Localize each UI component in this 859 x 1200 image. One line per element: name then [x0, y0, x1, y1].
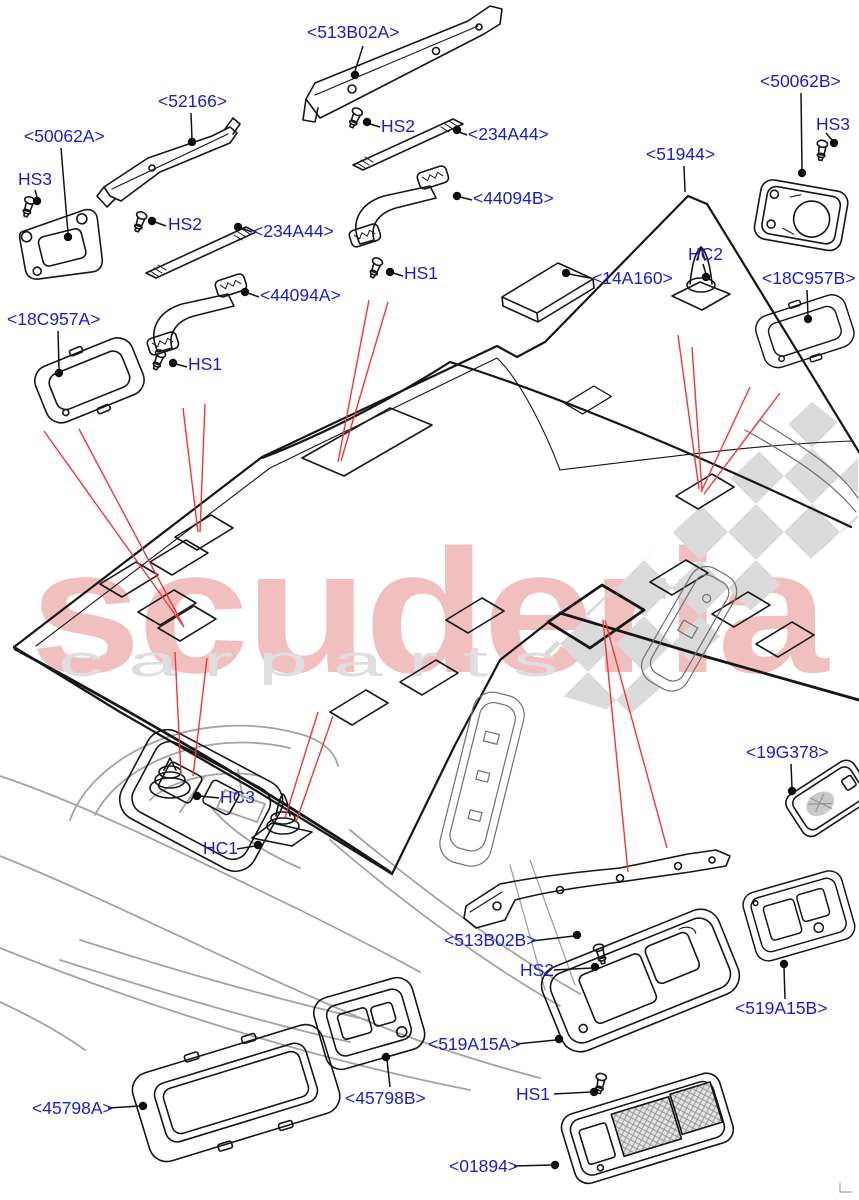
part-hs1-screw-mid: [365, 255, 385, 280]
part-44094a-grab-handle: [145, 271, 249, 357]
part-hs2-screw-top: [345, 105, 365, 130]
label-50062b[interactable]: <50062B>: [760, 71, 841, 91]
label-hs3-right[interactable]: HS3: [816, 114, 850, 134]
diagram-artwork: [12, 5, 859, 1185]
part-hc2-clip: [671, 246, 731, 311]
part-519a15b-console: [742, 870, 856, 962]
label-01894[interactable]: <01894>: [449, 1156, 518, 1176]
part-50062b-pad: [753, 179, 849, 252]
part-hc1-clip: [251, 793, 313, 847]
part-44094b-grab-handle: [347, 163, 451, 249]
part-14a160-pad: [501, 262, 595, 323]
label-hs2-bottom[interactable]: HS2: [520, 960, 554, 980]
part-labels: <513B02A> <52166> <50062A> HS3 HS2 <234A…: [7, 22, 855, 1176]
label-52166[interactable]: <52166>: [158, 91, 227, 111]
label-18c957a[interactable]: <18C957A>: [7, 309, 100, 329]
part-19g378-panel: [785, 759, 859, 838]
watermark-subtitle-text: c a r p a r t s: [58, 637, 558, 686]
label-519a15a[interactable]: <519A15A>: [428, 1034, 520, 1054]
part-hs3-screw-right: [813, 138, 829, 162]
label-hc3[interactable]: HC3: [220, 787, 255, 807]
label-234a44-top[interactable]: <234A44>: [468, 124, 549, 144]
label-hs2-left[interactable]: HS2: [168, 214, 202, 234]
leader-dots[interactable]: [32, 70, 839, 1170]
label-hs1-mid[interactable]: HS1: [404, 263, 438, 283]
label-hs1-left[interactable]: HS1: [188, 354, 222, 374]
checkered-flag-watermark: [545, 402, 858, 716]
part-51944-headlining-panel: [12, 194, 859, 876]
label-513b02b[interactable]: <513B02B>: [444, 930, 536, 950]
part-513b02a-bracket: [302, 5, 503, 123]
part-513b02b-bracket: [463, 849, 731, 929]
leader-lines: [32, 45, 839, 1170]
part-234a44-rod-left: [145, 226, 257, 279]
label-44094a[interactable]: <44094A>: [260, 285, 341, 305]
label-45798b[interactable]: <45798B>: [345, 1088, 426, 1108]
label-51944[interactable]: <51944>: [646, 144, 715, 164]
watermark: scuderia c a r p a r t s: [30, 402, 858, 716]
label-hc2[interactable]: HC2: [688, 244, 723, 264]
label-hs3-left[interactable]: HS3: [18, 169, 52, 189]
label-50062a[interactable]: <50062A>: [24, 126, 105, 146]
label-14a160[interactable]: <14A160>: [592, 268, 673, 288]
pillar-trims: [439, 419, 859, 991]
part-hs2-screw-left: [130, 209, 149, 234]
label-234a44-left[interactable]: <234A44>: [253, 221, 334, 241]
part-18c957a-bezel: [27, 327, 152, 434]
part-52166-bracket: [96, 117, 241, 208]
label-hs2-top[interactable]: HS2: [381, 116, 415, 136]
label-hc1[interactable]: HC1: [203, 838, 238, 858]
label-519a15b[interactable]: <519A15B>: [735, 998, 827, 1018]
part-45798a-bezel: [131, 1023, 341, 1163]
part-519a15a-sun-visor: [540, 908, 741, 1053]
label-hs1-bottom[interactable]: HS1: [516, 1084, 550, 1104]
label-19g378[interactable]: <19G378>: [746, 742, 829, 762]
label-18c957b[interactable]: <18C957B>: [762, 268, 855, 288]
part-50062a-pad: [18, 208, 104, 280]
label-45798a[interactable]: <45798A>: [32, 1098, 113, 1118]
part-01894-lamp: [560, 1072, 735, 1185]
label-44094b[interactable]: <44094B>: [473, 188, 554, 208]
red-locator-lines: [43, 299, 781, 873]
part-45798b-bezel: [312, 976, 426, 1071]
label-513b02a[interactable]: <513B02A>: [307, 22, 399, 42]
